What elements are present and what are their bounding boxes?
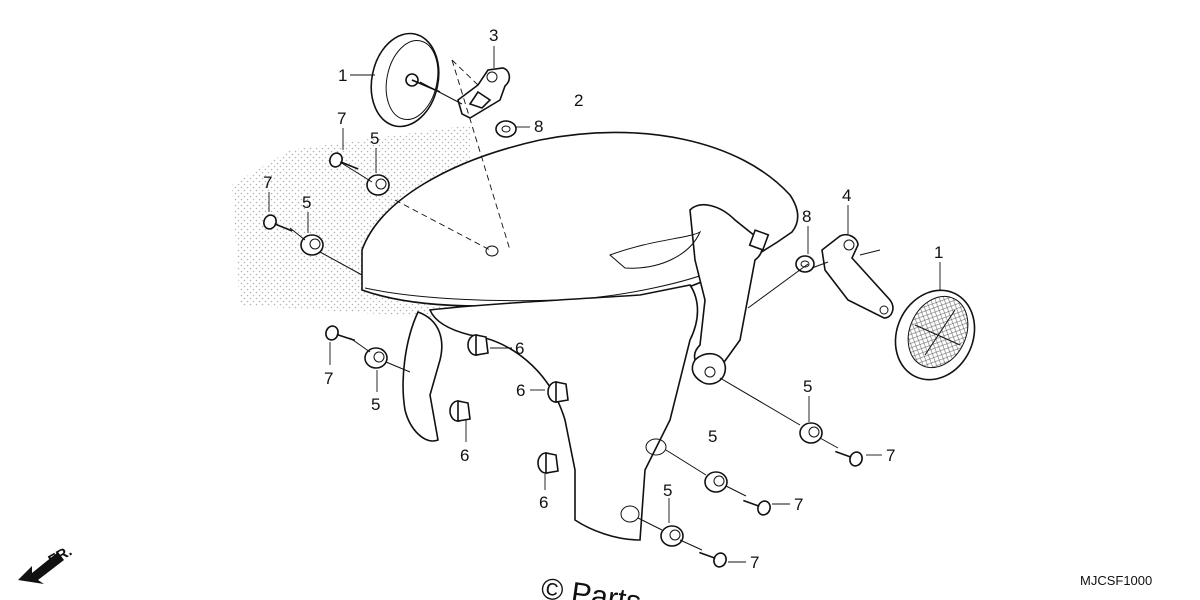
callout-6-a: 6 <box>515 339 524 358</box>
callout-leaders <box>268 46 941 563</box>
watermark: © Parts <box>539 572 643 600</box>
grommets <box>300 174 823 547</box>
nut-right <box>795 255 815 273</box>
callout-labels: 1 2 3 8 7 5 7 5 6 6 6 6 7 5 8 4 1 5 7 5 … <box>263 26 943 572</box>
callout-5-b: 5 <box>302 193 311 212</box>
reflector-right <box>894 289 976 381</box>
front-arrow-icon <box>18 552 64 584</box>
callout-3: 3 <box>489 26 498 45</box>
reflector-stay-left <box>457 67 511 119</box>
front-fender <box>361 131 799 541</box>
callout-2: 2 <box>574 91 583 110</box>
callout-6-b: 6 <box>516 381 525 400</box>
callout-7-e: 7 <box>794 495 803 514</box>
callout-5-d: 5 <box>803 377 812 396</box>
nut-left <box>495 120 517 138</box>
callout-8-left: 8 <box>534 117 543 136</box>
callout-6-d: 6 <box>539 493 548 512</box>
callout-5-c: 5 <box>371 395 380 414</box>
callout-8-right: 8 <box>802 207 811 226</box>
callout-7-b: 7 <box>263 173 272 192</box>
callout-5-a: 5 <box>370 129 379 148</box>
reflector-left <box>370 32 441 128</box>
callout-7-a: 7 <box>337 109 346 128</box>
callout-5-e: 5 <box>708 427 717 446</box>
callout-5-f: 5 <box>663 481 672 500</box>
collars <box>449 334 569 474</box>
callout-6-c: 6 <box>460 446 469 465</box>
callout-1-right: 1 <box>934 243 943 262</box>
bolts <box>263 152 863 568</box>
callout-1-left: 1 <box>338 66 347 85</box>
front-direction-indicator: FR. <box>18 543 75 584</box>
assembly-lines <box>289 59 881 551</box>
callout-4: 4 <box>842 186 851 205</box>
callout-7-f: 7 <box>750 553 759 572</box>
reflector-stay-right <box>821 233 894 319</box>
diagram-code: MJCSF1000 <box>1080 573 1152 588</box>
callout-7-d: 7 <box>886 446 895 465</box>
callout-7-c: 7 <box>324 369 333 388</box>
